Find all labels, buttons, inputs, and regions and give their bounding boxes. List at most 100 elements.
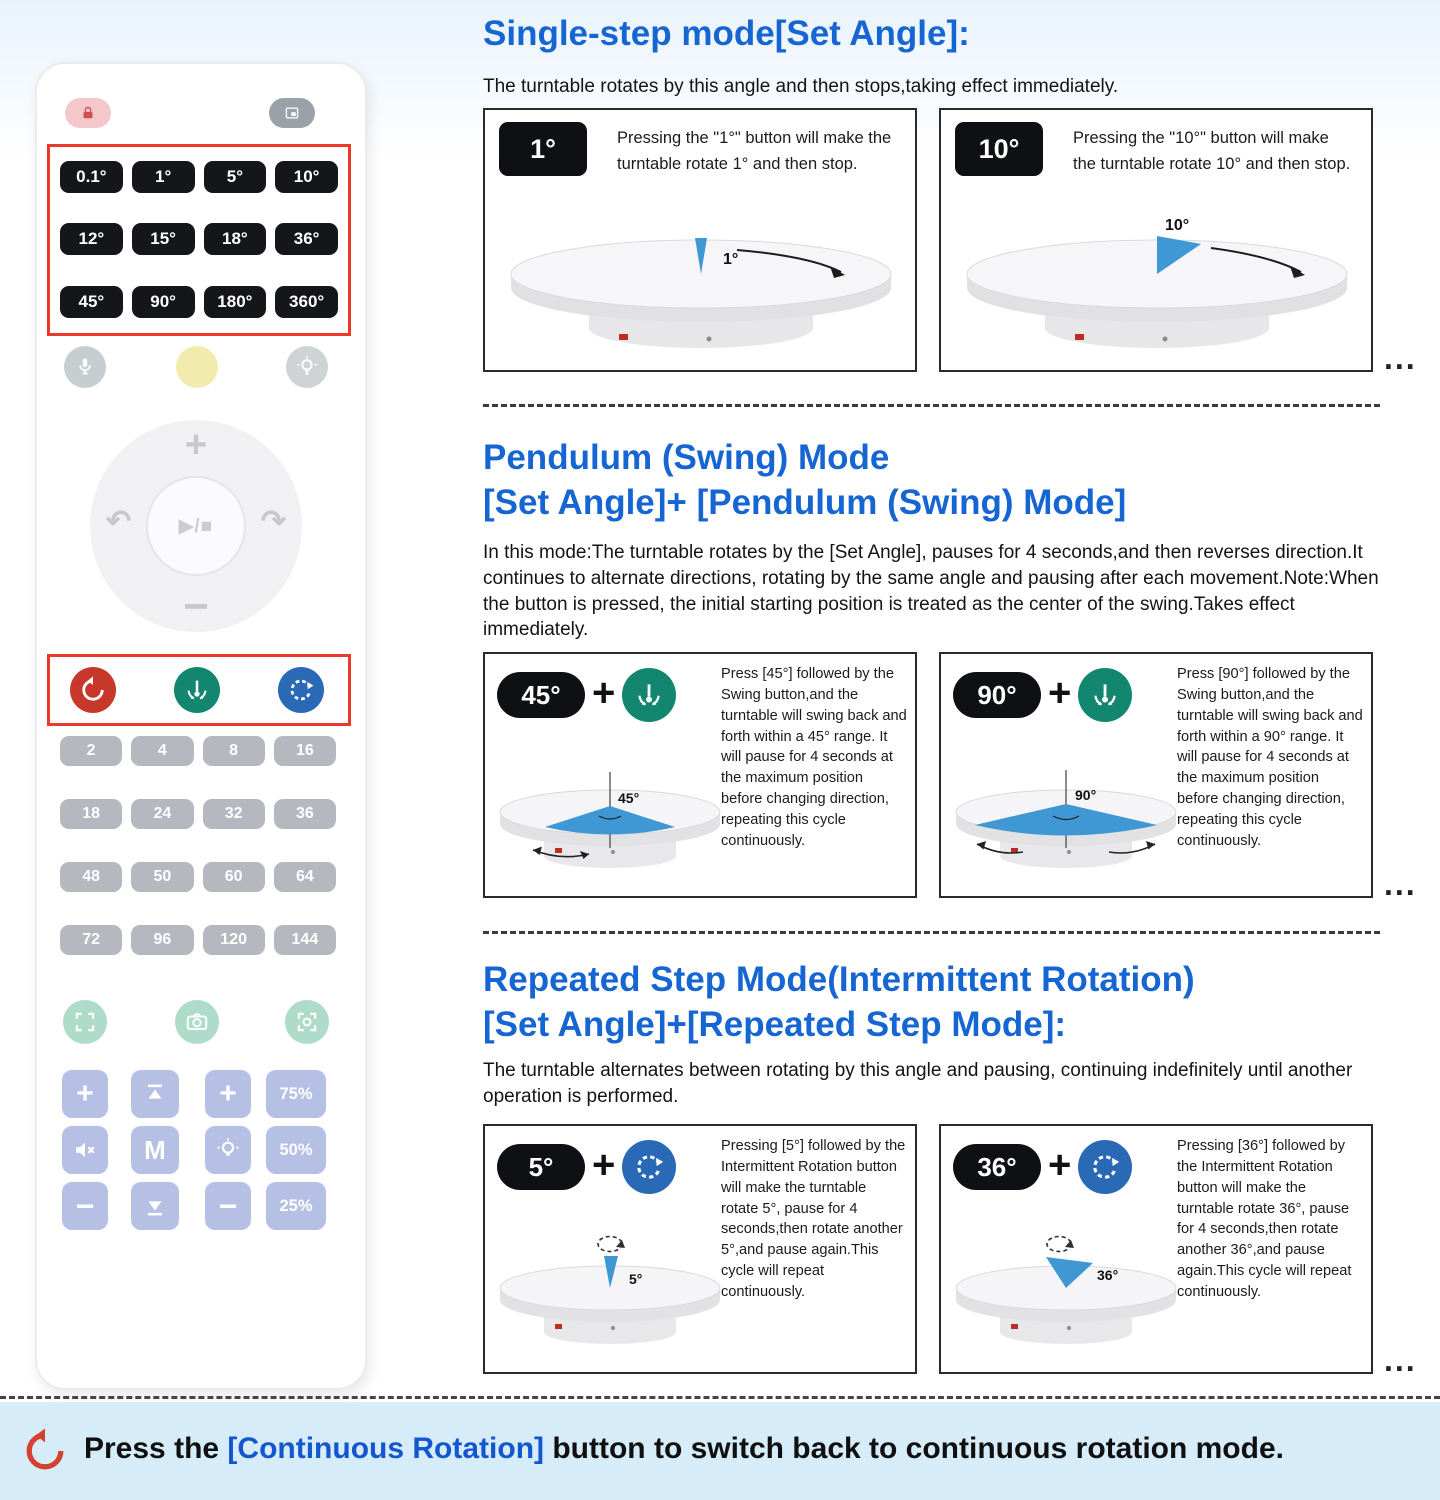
- instruction-card-10deg: 10° Pressing the "10°" button will make …: [939, 108, 1373, 372]
- speed-button-grid: 2 4 8 16 18 24 32 36 48 50 60 64 72 96 1…: [60, 736, 336, 955]
- instruction-card-45deg: 45° + Press [45°] followed by the Swing …: [483, 652, 917, 898]
- footer-text-prefix: Press the: [84, 1432, 228, 1465]
- remote-number-button: 48: [60, 862, 123, 892]
- continuous-rotation-icon: [82, 676, 104, 701]
- intermittent-rotation-icon: [637, 1155, 664, 1179]
- continuous-rotation-button: [70, 667, 116, 713]
- section-divider: [483, 931, 1380, 934]
- ellipsis: ...: [1384, 340, 1417, 376]
- turntable-illustration: 5°: [499, 1235, 721, 1344]
- capture-frame-button: [285, 1000, 329, 1044]
- continuous-rotation-icon: [26, 1428, 64, 1470]
- remote-number-button: 64: [273, 862, 336, 892]
- intermittent-rotation-icon: [290, 679, 314, 701]
- remote-control: 0.1° 1° 5° 10° 12° 15° 18° 36° 45° 90° 1…: [35, 62, 367, 1390]
- remote-number-button: 144: [273, 925, 336, 955]
- speed-25-button: 25%: [266, 1182, 326, 1230]
- footer-text-highlight: [Continuous Rotation]: [227, 1432, 545, 1465]
- turntable-illustration: 45°: [499, 772, 721, 868]
- footer-divider: [0, 1396, 1440, 1399]
- instruction-card-90deg: 90° + Press [90°] followed by the Swing …: [939, 652, 1373, 898]
- up-to-line-icon: [148, 1084, 162, 1099]
- remote-angle-button: 15°: [131, 223, 195, 256]
- bulb-icon: [297, 356, 317, 375]
- repeated-step-badge: [1078, 1140, 1133, 1194]
- mode-m-button: M: [131, 1126, 179, 1174]
- svg-text:1°: 1°: [723, 251, 738, 268]
- camera-icon: [186, 1013, 208, 1031]
- svg-text:90°: 90°: [1075, 787, 1096, 803]
- svg-text:36°: 36°: [1097, 1267, 1118, 1283]
- pendulum-mode-button: [174, 667, 220, 713]
- section2-body: In this mode:The turntable rotates by th…: [483, 542, 1379, 641]
- card-description: Pressing the "10°" button will make the …: [1073, 129, 1351, 173]
- remote-angle-button: 5°: [203, 161, 267, 193]
- remote-number-button: 96: [131, 925, 194, 955]
- svg-text:45°: 45°: [618, 790, 639, 806]
- mic-icon: [79, 358, 91, 375]
- plus-sign: +: [592, 1143, 616, 1187]
- section1-cards: 1° Pressing the "1°" button will make th…: [483, 108, 1373, 372]
- lock-icon: [83, 106, 93, 119]
- card-description: Pressing the "1°" button will make the t…: [617, 129, 892, 173]
- remote-angle-button: 12°: [60, 223, 123, 256]
- remote-number-button: 24: [131, 799, 194, 829]
- dpad: + − ↶ ↷ ▶/■: [90, 420, 302, 632]
- down-to-line-icon: [148, 1201, 162, 1216]
- dpad-cw-icon: ↷: [260, 505, 286, 538]
- plus-sign: +: [1048, 1143, 1072, 1187]
- remote-angle-button: 180°: [203, 285, 267, 318]
- fullscreen-button: [63, 1000, 107, 1044]
- turntable-illustration: 36°: [955, 1235, 1177, 1344]
- remote-number-button: 16: [273, 736, 336, 766]
- angle-pill: 1°: [499, 122, 587, 176]
- play-pause-icon: ▶/■: [178, 515, 214, 537]
- yellow-button: [176, 346, 218, 388]
- plus-sign: +: [592, 671, 616, 715]
- remote-angle-button: 36°: [275, 223, 338, 256]
- lamp-icon: [217, 1138, 239, 1156]
- section2-title-line2: [Set Angle]+ [Pendulum (Swing) Mode]: [483, 482, 1127, 522]
- light-button: [286, 346, 328, 388]
- pendulum-mode-badge: [1078, 668, 1133, 722]
- repeated-step-badge: [622, 1140, 677, 1194]
- section2-title: Pendulum (Swing) Mode [Set Angle]+ [Pend…: [483, 436, 1126, 526]
- capture-frame-icon: [297, 1012, 317, 1032]
- section3-title-line2: [Set Angle]+[Repeated Step Mode]:: [483, 1004, 1067, 1044]
- section3-title-line1: Repeated Step Mode(Intermittent Rotation…: [483, 960, 1195, 999]
- volume-plus-button: +: [62, 1070, 108, 1118]
- svg-text:10°: 10°: [1165, 217, 1189, 234]
- section-divider: [483, 404, 1380, 407]
- remote-number-button: 32: [202, 799, 265, 829]
- remote-angle-button: 360°: [275, 285, 338, 318]
- footer: [0, 1402, 1440, 1500]
- pendulum-mode-badge: [622, 668, 677, 722]
- light-plus-button: +: [205, 1070, 251, 1118]
- section2-cards: 45° + Press [45°] followed by the Swing …: [483, 652, 1373, 898]
- mute-icon: [76, 1142, 95, 1158]
- footer-text: Press the [Continuous Rotation] button t…: [84, 1432, 1284, 1466]
- svg-text:5°: 5°: [629, 1271, 642, 1287]
- angle-pill: 45°: [497, 672, 585, 718]
- section1-title: Single-step mode[Set Angle]:: [483, 14, 970, 53]
- section2-title-line1: Pendulum (Swing) Mode: [483, 438, 890, 477]
- angle-pill: 5°: [497, 1144, 585, 1190]
- card-description: Press [90°] followed by the Swing button…: [1177, 666, 1363, 849]
- lamp-button: [205, 1126, 251, 1174]
- dpad-plus: +: [184, 424, 208, 466]
- speed-50-button: 50%: [266, 1126, 326, 1174]
- pendulum-icon: [1094, 684, 1117, 706]
- section3-cards: 5° + Pressing [5°] followed by the Inter…: [483, 1124, 1373, 1374]
- angle-button-grid: 0.1° 1° 5° 10° 12° 15° 18° 36° 45° 90° 1…: [50, 147, 348, 333]
- remote-number-button: 2: [60, 736, 123, 766]
- dpad-minus: −: [183, 582, 209, 631]
- section1-subtitle: The turntable rotates by this angle and …: [483, 76, 1119, 97]
- angle-pill: 10°: [955, 122, 1043, 176]
- dpad-ccw-icon: ↶: [106, 505, 132, 538]
- remote-number-button: 120: [202, 925, 265, 955]
- card-description: Pressing [36°] followed by the Intermitt…: [1177, 1138, 1352, 1301]
- card-description: Pressing [5°] followed by the Intermitte…: [721, 1138, 906, 1301]
- remote-angle-button: 10°: [275, 161, 338, 193]
- remote-angle-button: 18°: [203, 223, 267, 256]
- angle-pill: 36°: [953, 1144, 1041, 1190]
